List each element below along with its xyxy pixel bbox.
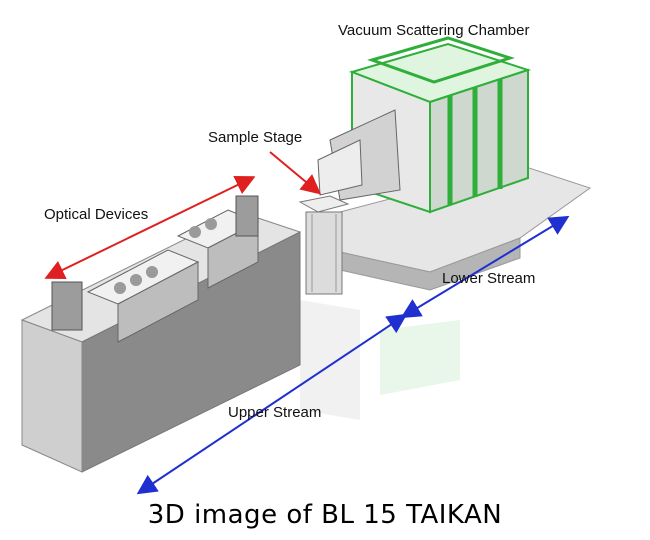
- figure-caption: 3D image of BL 15 TAIKAN: [147, 500, 503, 530]
- lower-stream-arrow: [400, 215, 570, 319]
- optical-devices-label: Optical Devices: [44, 206, 149, 223]
- vacuum-scattering-chamber: [317, 36, 532, 214]
- sample-stage-tower: [298, 195, 350, 295]
- upper-stream-arrow: [136, 313, 408, 495]
- floor-reflection: [300, 300, 460, 420]
- lower-stream-label: Lower Stream: [442, 270, 536, 287]
- optical-devices-arrow: [44, 175, 256, 280]
- vacuum-chamber-label: Vacuum Scattering Chamber: [338, 22, 530, 39]
- sample-stage-pointer: [269, 151, 322, 195]
- upper-stream-label: Upper Stream: [228, 404, 322, 421]
- sample-stage-label: Sample Stage: [208, 129, 303, 146]
